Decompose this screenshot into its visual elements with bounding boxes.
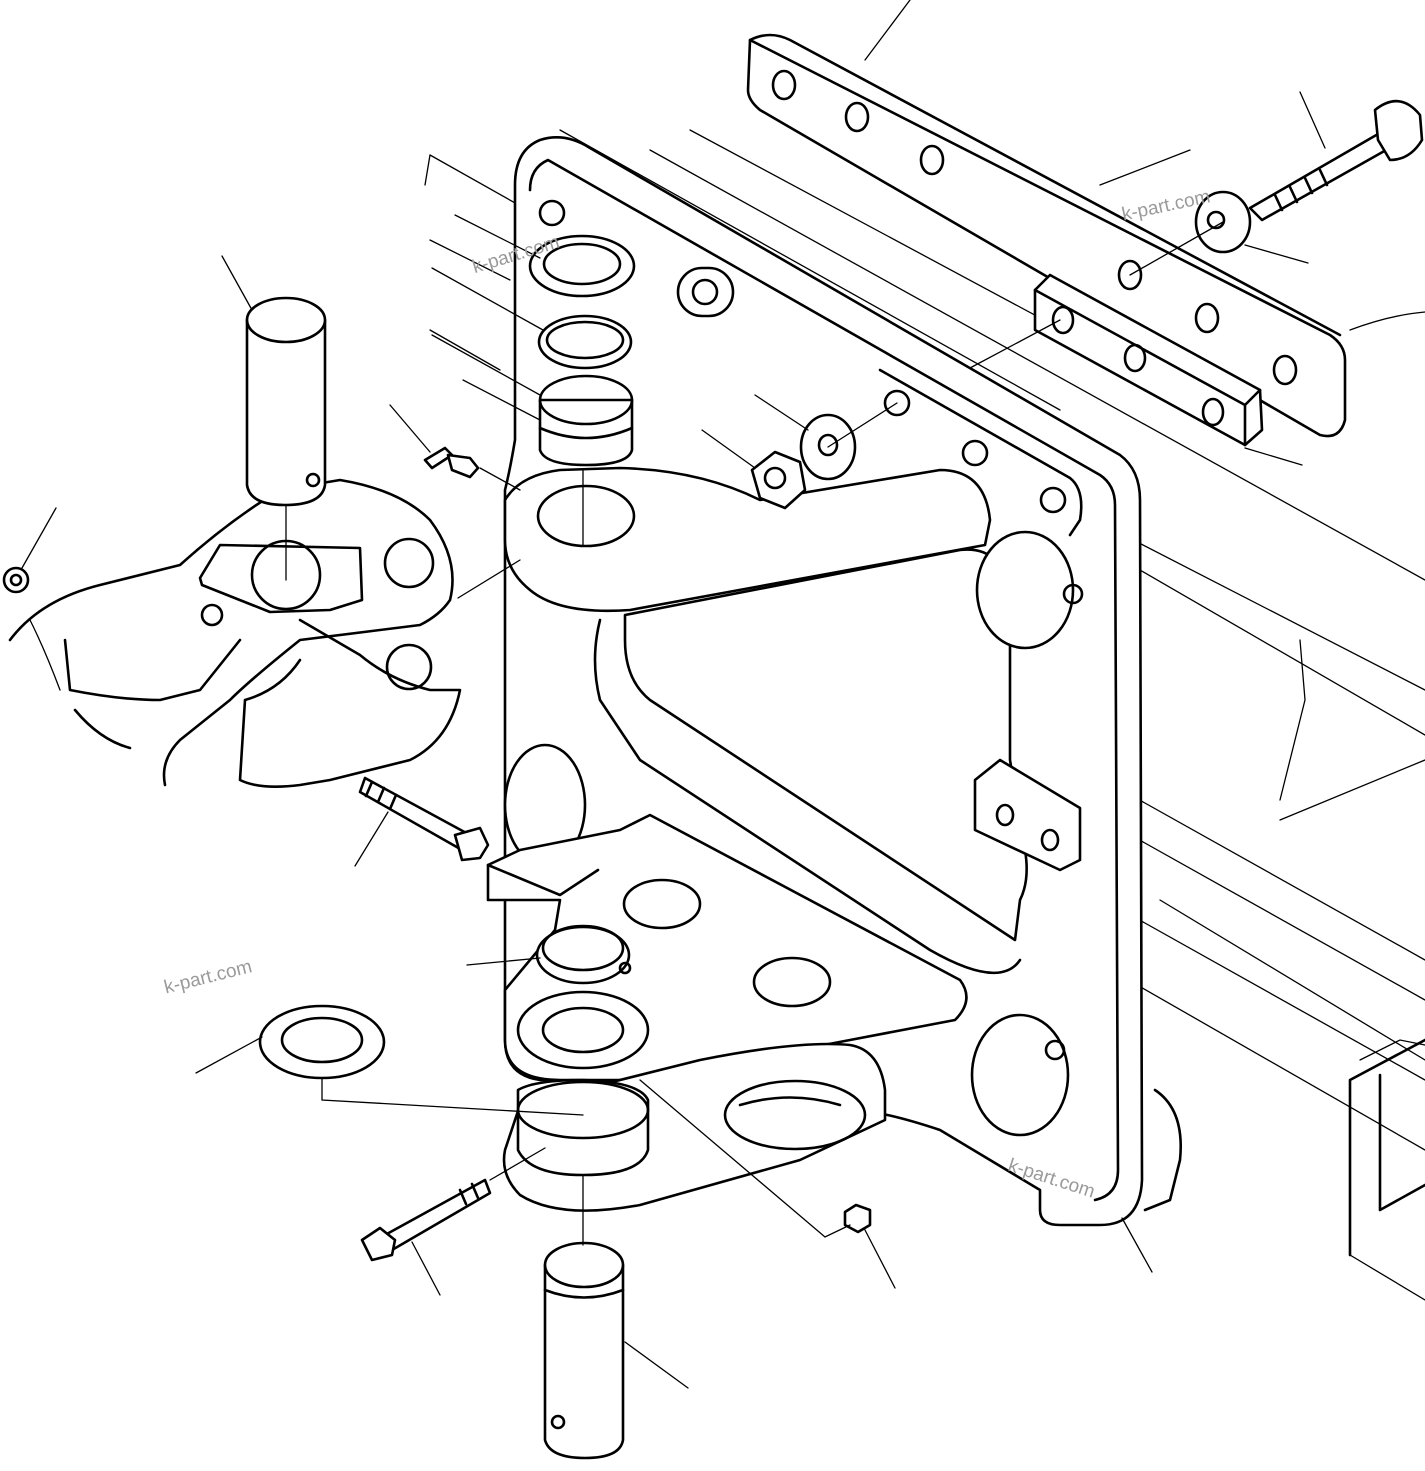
top-right-bolt [1194, 99, 1424, 254]
flange-nut [750, 450, 807, 510]
thrust-washer [258, 1004, 386, 1080]
upper-pin [245, 296, 327, 507]
main-frame-bracket [486, 136, 1182, 1227]
lower-bolt [360, 1178, 492, 1262]
lower-pin [543, 1241, 625, 1460]
lower-bushing [516, 990, 650, 1177]
lock-nut [843, 1203, 872, 1234]
middle-bolt [358, 776, 490, 862]
grease-fitting [423, 446, 480, 479]
upper-seal-stack [528, 234, 636, 467]
reinforcing-plate [746, 33, 1347, 438]
lock-ring [535, 924, 632, 985]
axle-housing [2, 478, 462, 788]
leader-lines [21, 0, 1326, 1389]
spacer-bar [1033, 273, 1264, 447]
